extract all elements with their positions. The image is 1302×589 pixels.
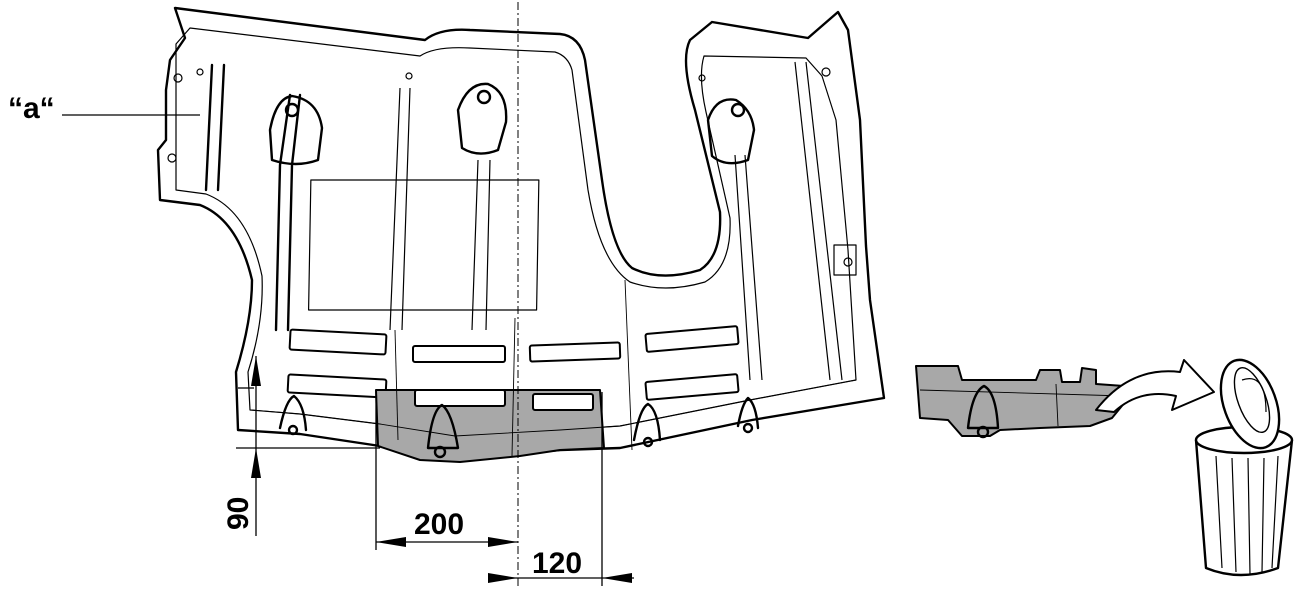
curved-arrow-icon [1095, 359, 1215, 413]
dimension-left: 200 [375, 392, 518, 550]
part-callout-label: “a“ [8, 92, 55, 125]
removed-section [915, 365, 1131, 439]
dim-right-label: 120 [532, 547, 582, 580]
dimension-right: 120 [488, 392, 634, 586]
dim-height-label: 90 [222, 497, 255, 530]
underbody-panel [156, 6, 886, 463]
trash-can-icon [1194, 358, 1294, 577]
dim-left-label: 200 [414, 508, 464, 541]
dimension-height: 90 [222, 356, 380, 536]
part-callout: “a“ [8, 92, 200, 125]
